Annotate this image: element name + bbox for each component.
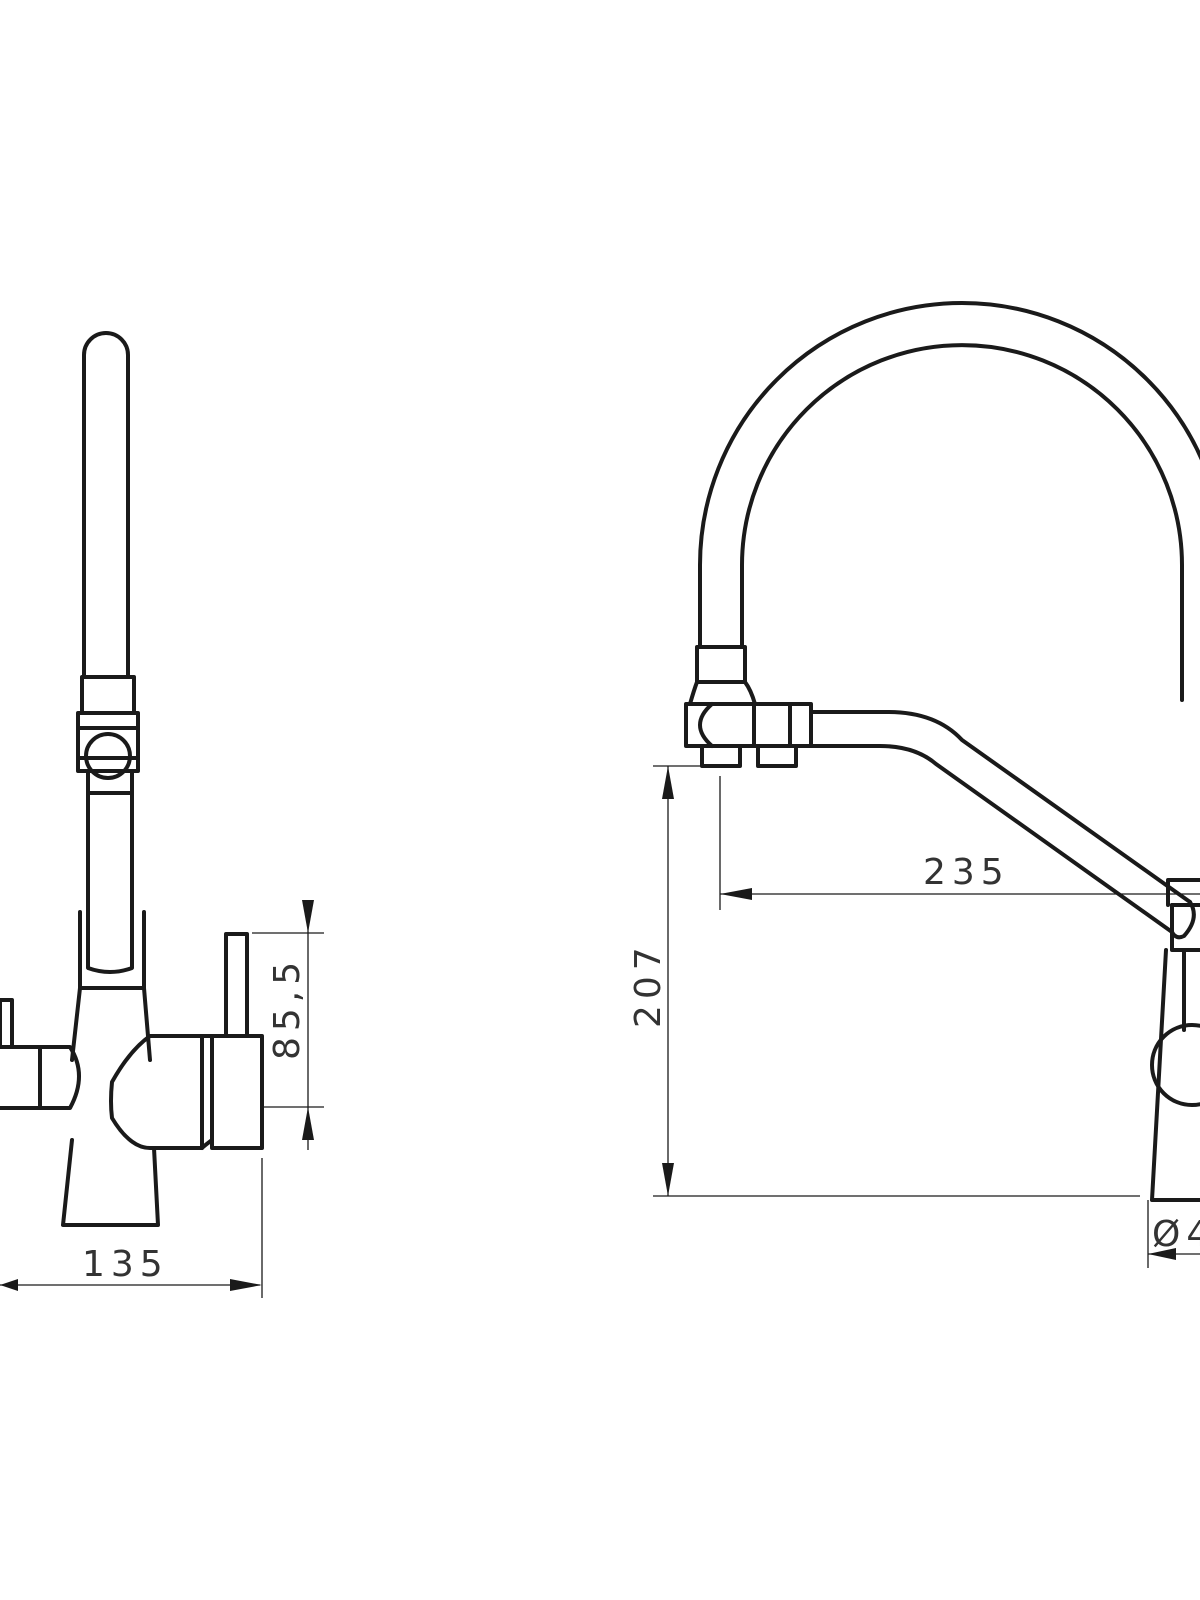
front-lower-spout (86, 791, 134, 974)
dimension-height-label: 207 (628, 941, 669, 1028)
dimension-diameter-label: Ø4 (1152, 1214, 1200, 1255)
side-spray-head (684, 702, 813, 748)
front-right-lever (224, 932, 249, 1038)
dimension-height-207: 207 (628, 765, 1140, 1197)
side-arc-outer (698, 301, 1200, 649)
dimension-width-label: 135 (82, 1244, 169, 1285)
side-view: 235 207 Ø4 (628, 301, 1200, 1268)
front-spout-pipe (82, 331, 130, 679)
dimension-reach-235: 235 (719, 776, 1200, 910)
side-handle-knob (1150, 1023, 1200, 1107)
side-arc-inner (740, 343, 1184, 702)
dimension-width-135: 135 (0, 1158, 263, 1298)
side-body-top (1166, 878, 1200, 907)
front-base (61, 1138, 160, 1227)
front-left-handle (0, 1045, 81, 1110)
dimension-handle-height-85-5: 85,5 (252, 900, 324, 1150)
front-right-handle (109, 1034, 204, 1150)
side-outlet-left (700, 744, 742, 768)
side-spout-collar (688, 645, 757, 706)
dimension-diameter: Ø4 (1147, 1200, 1200, 1268)
front-swivel-ball (84, 732, 132, 780)
side-body (1150, 948, 1200, 1202)
front-right-lever-cap (210, 1034, 264, 1150)
dimension-handle-height-label: 85,5 (267, 956, 308, 1060)
dimension-reach-label: 235 (923, 852, 1010, 893)
front-spout-collar (80, 675, 136, 715)
front-body (78, 910, 146, 990)
side-spout-arm (809, 710, 1192, 904)
front-view: 135 85,5 (0, 331, 324, 1298)
side-outlet-right (756, 744, 798, 768)
side-body-block (1170, 903, 1200, 952)
